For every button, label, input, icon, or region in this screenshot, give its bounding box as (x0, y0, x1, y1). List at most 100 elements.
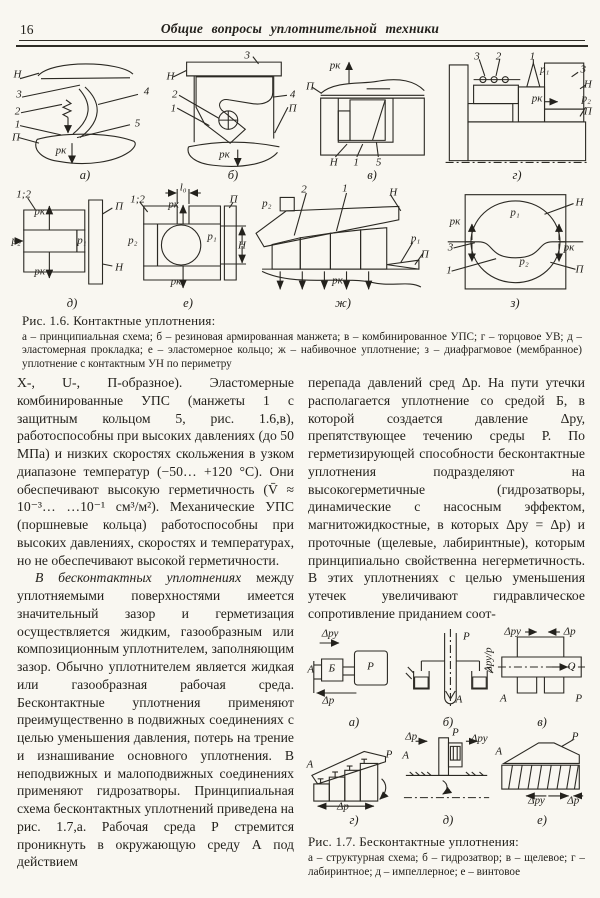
gasket-sketch (10, 184, 134, 296)
panel-letter: д) (66, 296, 78, 310)
figure-callout-label: p₂ (11, 234, 21, 247)
screw-seal-sketch (496, 731, 585, 799)
figure-callout-label: П (12, 131, 20, 144)
figure-callout-label: 2 (172, 88, 178, 101)
figure-callout-label: Н (583, 78, 592, 90)
paragraph-lead-italic: В бесконтактных уплотнениях (35, 570, 242, 586)
figure-1-7-caption: Рис. 1.7. Бесконтактные уплотнения: а – … (308, 833, 585, 880)
figure-callout-label: p₁ (207, 230, 217, 243)
panel-letter: б) (442, 714, 454, 729)
figure-callout-label: 1;2 (130, 193, 145, 206)
fig17-panel-g: г) А Р Δр (306, 731, 400, 827)
figure-1-6-caption: Рис. 1.6. Контактные уплотнения: а – при… (22, 313, 582, 371)
body-columns: Х-, U-, П-образное). Эластомерные комбин… (17, 374, 585, 898)
figure-1-7-caption-title: Рис. 1.7. Бесконтактные уплотнения: (308, 833, 519, 849)
panel-letter: е) (537, 812, 547, 827)
packing-seal-sketch (250, 184, 436, 290)
paragraph-text: между уплотняемыми поверхностями имеется… (17, 570, 294, 870)
figure-callout-label: Δру (321, 627, 339, 640)
figure-callout-label: 5 (134, 117, 141, 129)
figure-callout-label: pк (55, 144, 67, 157)
armored-cuff-sketch (162, 52, 304, 168)
figure-1-6-caption-title: Рис. 1.6. Контактные уплотнения: (22, 313, 216, 328)
impeller-seal-sketch (402, 731, 494, 813)
panel-letter: е) (183, 296, 193, 310)
figure-callout-label: А (402, 749, 410, 762)
figure-callout-label: pк (332, 274, 343, 287)
figure-callout-label: 4 (143, 85, 150, 98)
figure-callout-label: А (455, 693, 463, 706)
paragraph-continuation: Х-, U-, П-образное). Эластомерные комбин… (17, 375, 294, 568)
figure-callout-label: l₀ (179, 181, 187, 194)
figure-callout-label: pк (531, 92, 543, 105)
panel-letter: а) (79, 168, 91, 182)
figure-callout-label: Р (385, 748, 393, 761)
figure-callout-label: 5 (375, 156, 382, 168)
figure-callout-label: 4 (289, 88, 296, 101)
principal-scheme-sketch (10, 52, 160, 164)
figure-callout-label: p₁ (410, 232, 421, 245)
panel-letter: в) (367, 168, 377, 182)
running-title: Общие вопросы уплотнительной техники (160, 21, 440, 36)
figure-callout-label: p₁ (510, 206, 520, 219)
figure-callout-label: Н (13, 68, 22, 81)
figure-callout-label: p₂ (262, 197, 272, 210)
panel-letter: д) (442, 812, 454, 827)
figure-callout-label: Q (567, 660, 576, 673)
face-seal-sketch (440, 52, 594, 168)
figure-callout-label: Δру (504, 625, 521, 638)
figure-callout-label: 2 (14, 105, 21, 118)
panel-letter: а) (348, 714, 360, 729)
panel-letter: з) (510, 296, 520, 310)
annular-gap-seal-sketch (496, 627, 585, 715)
figure-callout-label: pк (329, 59, 341, 72)
figure-callout-label: Р (451, 726, 459, 739)
hydraulic-lock-sketch (402, 627, 494, 715)
figure-callout-label: П (575, 263, 584, 276)
figure-callout-label: 3 (16, 88, 22, 101)
panel-letter: в) (537, 714, 547, 729)
figure-callout-label: pк (563, 241, 575, 254)
figure-callout-label: П (420, 248, 429, 261)
figure-callout-label: 2 (495, 50, 502, 63)
figure-callout-label: Б (328, 662, 336, 675)
figure-callout-label: Р (571, 730, 579, 743)
figure-1-6-caption-body: а – принципиальная схема; б – резиновая … (22, 331, 582, 370)
figure-callout-label: 1 (170, 102, 177, 115)
figure-callout-label: Δру (470, 732, 488, 745)
figure-callout-label: p₂ (519, 255, 529, 268)
figure-callout-label: Δр (567, 794, 580, 807)
figure-callout-label: 1 (353, 156, 359, 168)
combined-ups-sketch (306, 61, 438, 168)
figure-callout-label: p₁ (540, 63, 550, 76)
header-rule-thick (16, 45, 588, 47)
figure-callout-label: 1 (446, 264, 452, 277)
panel-letter: г) (512, 168, 522, 182)
diaphragm-seal-sketch (440, 184, 590, 296)
figure-callout-label: А (495, 745, 503, 758)
figure-1-7-caption-body: а – структурная схема; б – гидрозатвор; … (308, 852, 585, 878)
figure-callout-label: Р (463, 630, 470, 643)
figure-callout-label: П (229, 193, 238, 206)
figure-callout-label: Δр (336, 800, 349, 813)
panel-letter: г) (349, 812, 359, 827)
figure-callout-label: pк (219, 148, 230, 161)
panel-letter: б) (227, 168, 239, 182)
figure-callout-label: А (306, 758, 314, 771)
figure-callout-label: П (583, 105, 592, 118)
figure-callout-label: П (305, 80, 314, 93)
figure-callout-label: 3 (474, 50, 480, 63)
figure-callout-label: pк (170, 275, 182, 288)
figure-callout-label: Н (166, 70, 175, 83)
